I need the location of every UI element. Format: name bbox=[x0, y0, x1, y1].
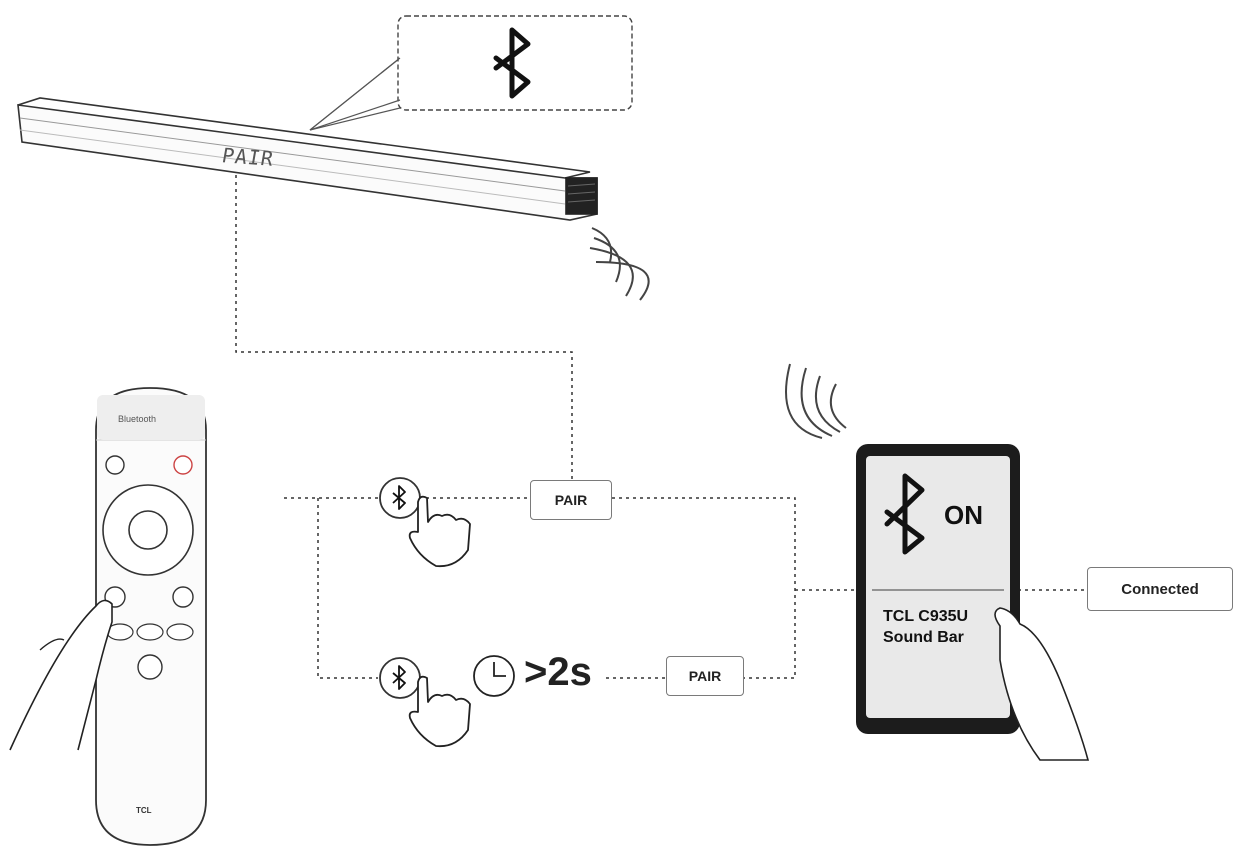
remote-logo: TCL bbox=[136, 806, 152, 815]
soundbar-display-text: PAIR bbox=[220, 143, 277, 171]
remote-control bbox=[9, 387, 207, 846]
bluetooth-icon bbox=[884, 473, 925, 555]
sound-wave-icon bbox=[785, 363, 847, 439]
connection-lines bbox=[235, 175, 1087, 679]
phone-device-name-line1: TCL C935U bbox=[883, 608, 969, 625]
remote-brand-label: Bluetooth bbox=[118, 414, 157, 424]
power-icon bbox=[173, 455, 193, 475]
phone-device-name: TCL C935U Sound Bar bbox=[883, 606, 968, 648]
soundbar-bluetooth-callout bbox=[309, 15, 633, 131]
mute-icon bbox=[105, 455, 125, 475]
hand-press-icon bbox=[408, 495, 471, 568]
short-press-pair-label: PAIR bbox=[530, 480, 612, 520]
long-press-step bbox=[379, 655, 515, 748]
long-press-pair-label: PAIR bbox=[666, 656, 744, 696]
short-press-step bbox=[379, 477, 471, 568]
bluetooth-icon bbox=[493, 27, 531, 99]
sound-wave-icon bbox=[589, 227, 650, 301]
phone-bluetooth-status: ON bbox=[944, 500, 983, 530]
hand-press-icon bbox=[408, 675, 471, 748]
bluetooth-icon bbox=[392, 665, 406, 690]
phone-device-name-line2: Sound Bar bbox=[883, 629, 964, 646]
connected-status: Connected bbox=[1087, 567, 1233, 611]
bluetooth-icon bbox=[392, 485, 406, 510]
long-press-duration: >2s bbox=[524, 650, 592, 694]
hand-icon bbox=[9, 599, 113, 751]
soundbar bbox=[17, 97, 598, 221]
smartphone bbox=[856, 444, 1090, 761]
hand-icon bbox=[994, 607, 1090, 761]
